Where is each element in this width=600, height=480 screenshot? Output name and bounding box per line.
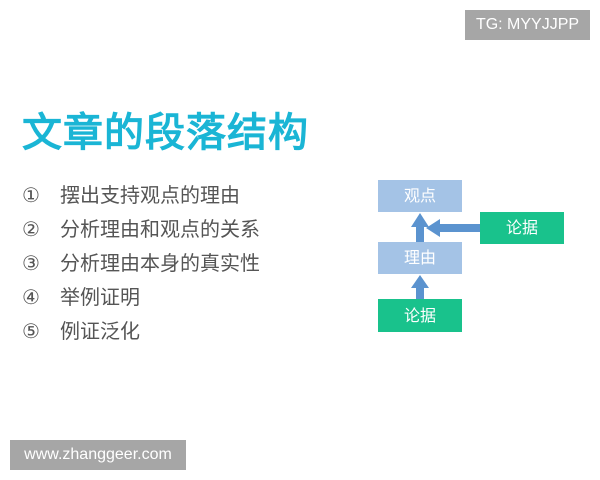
watermark-tag: TG: MYYJJPP bbox=[465, 10, 590, 40]
arrow-up-icon bbox=[411, 275, 429, 288]
evidence-box-bottom: 论据 bbox=[378, 299, 462, 332]
list-item: ③ 分析理由本身的真实性 bbox=[22, 246, 260, 280]
list-text: 举例证明 bbox=[60, 285, 140, 309]
website-watermark: www.zhanggeer.com bbox=[10, 440, 186, 470]
list-number: ④ bbox=[22, 285, 40, 309]
arrow-up-icon bbox=[416, 223, 424, 243]
list-number: ① bbox=[22, 183, 40, 207]
list-text: 摆出支持观点的理由 bbox=[60, 183, 240, 207]
viewpoint-box: 观点 bbox=[378, 180, 462, 212]
points-list: ① 摆出支持观点的理由 ② 分析理由和观点的关系 ③ 分析理由本身的真实性 ④ 举例证明… bbox=[22, 178, 260, 348]
list-text: 例证泛化 bbox=[60, 319, 140, 343]
arrow-left-icon bbox=[426, 219, 440, 237]
list-text: 分析理由本身的真实性 bbox=[60, 251, 260, 275]
list-text: 分析理由和观点的关系 bbox=[60, 217, 260, 241]
reason-box: 理由 bbox=[378, 242, 462, 274]
evidence-box-right: 论据 bbox=[480, 212, 564, 244]
list-item: ① 摆出支持观点的理由 bbox=[22, 178, 260, 212]
page-title: 文章的段落结构 bbox=[22, 110, 309, 156]
arrow-left-icon bbox=[438, 224, 482, 232]
list-number: ② bbox=[22, 217, 40, 241]
list-item: ② 分析理由和观点的关系 bbox=[22, 212, 260, 246]
arrow-up-icon bbox=[416, 286, 424, 300]
list-number: ③ bbox=[22, 251, 40, 275]
list-number: ⑤ bbox=[22, 319, 40, 343]
arrow-up-icon bbox=[411, 213, 429, 227]
list-item: ④ 举例证明 bbox=[22, 280, 260, 314]
list-item: ⑤ 例证泛化 bbox=[22, 314, 260, 348]
